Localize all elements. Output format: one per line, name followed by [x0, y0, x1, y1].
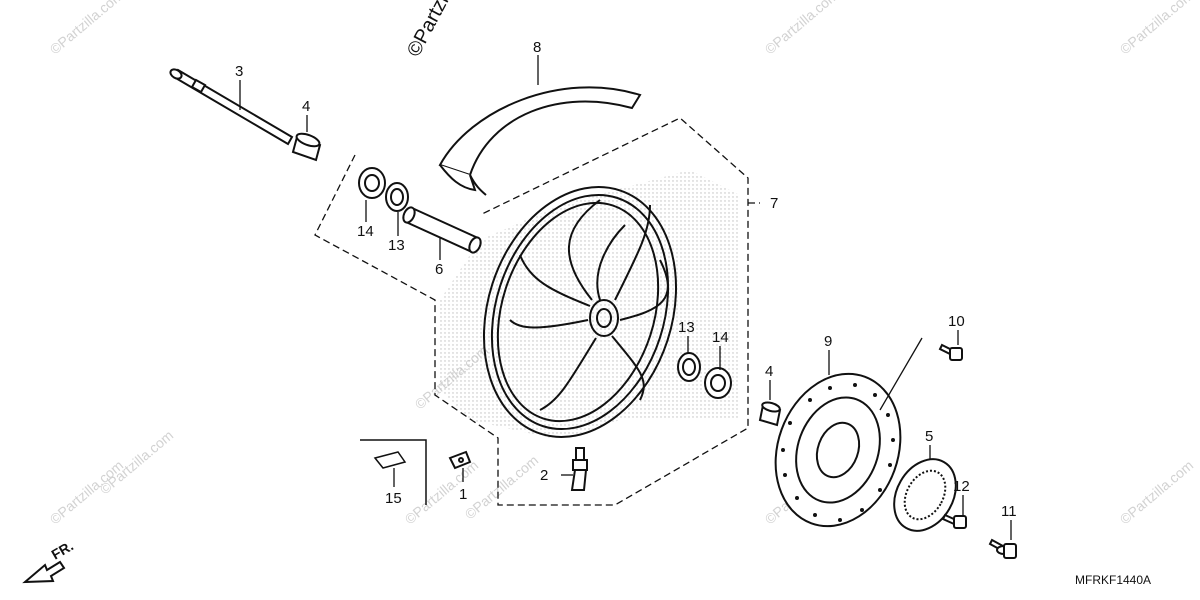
callout-labels: 3 4 8 14 13 6 7 13 14 4 9 10 5 12 11 2 1…	[235, 39, 1017, 520]
watermark: ©Partzilla.com	[1117, 457, 1197, 527]
rim-band-part-8	[438, 86, 642, 196]
label-9: 9	[824, 333, 832, 350]
label-8: 8	[533, 39, 541, 56]
label-13-left: 13	[388, 237, 405, 254]
label-13-right: 13	[678, 319, 695, 336]
label-12: 12	[953, 478, 970, 495]
label-15: 15	[385, 490, 402, 507]
bearing-part-14-right	[704, 367, 732, 399]
label-14-left: 14	[357, 223, 374, 240]
collar-part-4-left	[291, 132, 322, 162]
label-5: 5	[925, 428, 933, 445]
bolt-part-12	[941, 513, 967, 529]
label-2: 2	[540, 467, 548, 484]
collar-part-4-right	[758, 401, 782, 427]
bolt-part-10	[938, 343, 963, 361]
watermark-main: ©Partzilla	[403, 0, 463, 60]
label-6: 6	[435, 261, 443, 278]
weight-bracket-part-15	[360, 439, 427, 505]
label-10: 10	[948, 313, 965, 330]
label-1: 1	[459, 486, 467, 503]
watermark: ©Partzilla.com	[1117, 0, 1197, 57]
bolt-part-11	[988, 538, 1017, 559]
arrow-icon	[22, 560, 66, 584]
diagram-code: MFRKF1440A	[1075, 573, 1151, 587]
front-direction-indicator: FR.	[22, 537, 77, 584]
weight-part-1	[448, 450, 472, 470]
wheel-part-7	[482, 185, 678, 439]
label-14-right: 14	[712, 329, 729, 346]
bearing-part-14-left	[358, 167, 386, 199]
spacer-part-6	[402, 206, 482, 254]
watermark: ©Partzilla.com	[47, 0, 127, 57]
seal-part-13-left	[385, 182, 409, 212]
label-11: 11	[1001, 503, 1017, 520]
watermark: ©Partzilla.com	[47, 457, 127, 527]
watermark: ©Partzilla.com	[762, 0, 842, 57]
label-4-right: 4	[765, 363, 773, 380]
assembly-boundary	[314, 117, 760, 506]
seal-part-13-right	[677, 352, 701, 382]
label-4-left: 4	[302, 98, 310, 115]
label-3: 3	[235, 63, 243, 80]
pulser-ring-part-5	[893, 458, 957, 532]
brake-disc-part-9	[774, 372, 902, 528]
direction-label: FR.	[49, 537, 77, 562]
leader-lines	[239, 55, 1012, 540]
valve-part-2	[570, 447, 588, 491]
axle-part-3	[169, 68, 294, 146]
label-7: 7	[770, 195, 778, 212]
